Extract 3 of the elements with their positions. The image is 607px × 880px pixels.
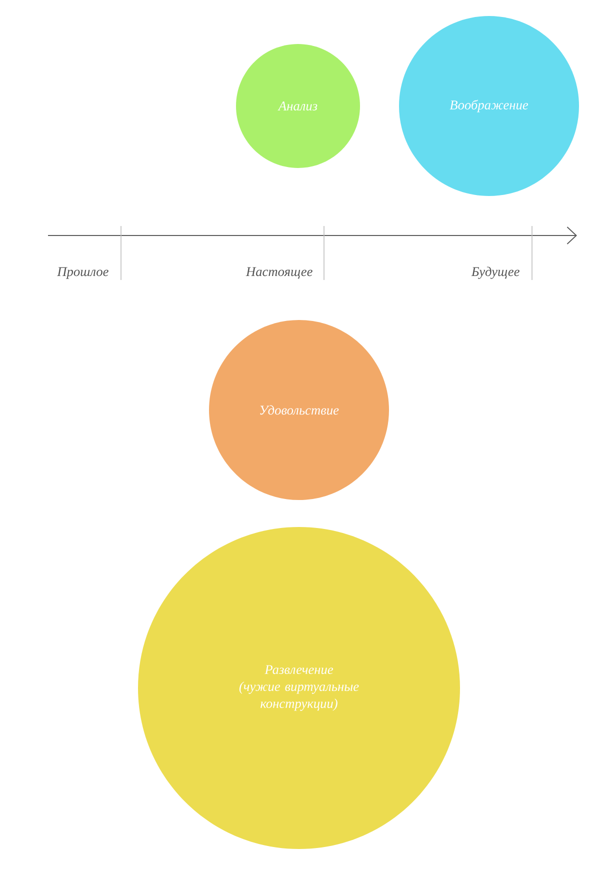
timeline-label: Будущее [471, 266, 520, 279]
timeline-label: Настоящее [246, 267, 312, 279]
timeline-label: Прошлое [57, 267, 108, 279]
